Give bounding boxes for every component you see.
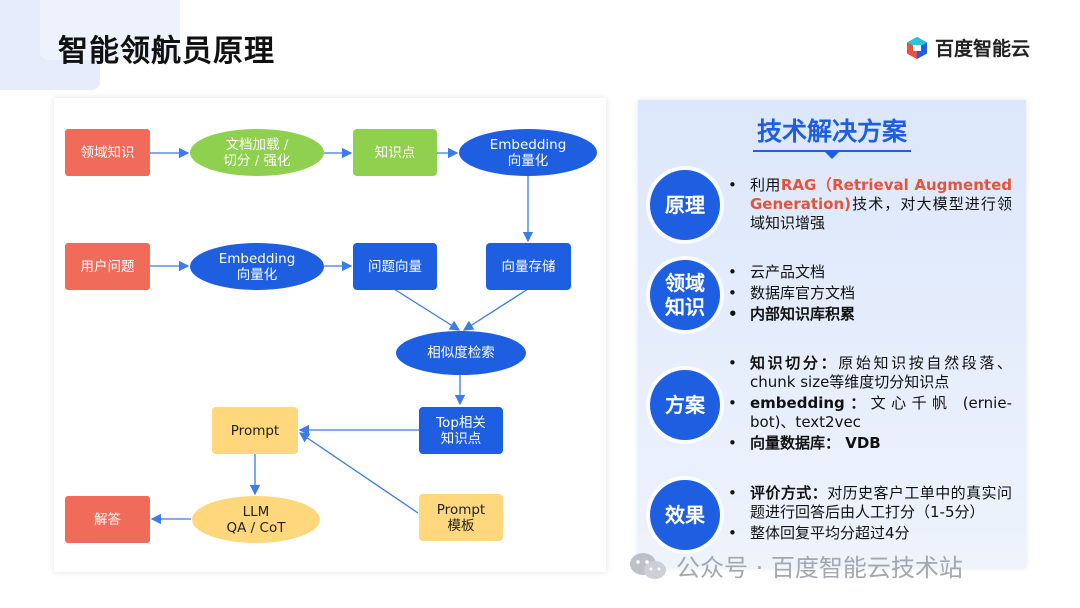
node-doc-loading: 文档加载 / 切分 / 强化 [190, 129, 324, 176]
list-item: 内部知识库积累 [728, 305, 1012, 324]
arrow-template-to-prompt [298, 432, 419, 514]
list-item: embedding：文心千帆 (ernie-bot)、text2vec [728, 394, 1012, 432]
panel-title: 技术解决方案 [756, 117, 907, 146]
node-answer: 解答 [65, 496, 150, 543]
list-item: 向量数据库： VDB [728, 434, 1012, 453]
node-top-related: Top相关 知识点 [419, 407, 503, 454]
list-item: 数据库官方文档 [728, 284, 1012, 303]
wechat-icon [630, 552, 666, 579]
list-item: 云产品文档 [728, 263, 1012, 282]
list-item: 评价方式：对历史客户工单中的真实问题进行回答后由人工打分（1-5分） [728, 484, 1012, 522]
wechat-watermark: 公众号 · 百度智能云技术站 [628, 548, 963, 583]
section-label-principle: 原理 [650, 170, 720, 240]
section-label-domain-knowledge: 领域 知识 [650, 260, 720, 330]
node-knowledge-point: 知识点 [353, 129, 437, 176]
node-domain-knowledge: 领域知识 [65, 129, 150, 176]
watermark-text: 公众号 · 百度智能云技术站 [676, 554, 963, 582]
node-question-vector: 问题向量 [353, 243, 437, 290]
title-pointer [824, 151, 840, 159]
list-item: 整体回复平均分超过4分 [728, 524, 1012, 543]
page-title: 智能领航员原理 [58, 34, 275, 69]
arrow-qvec-to-search [393, 288, 461, 331]
node-embedding-mid: Embedding 向量化 [190, 243, 324, 290]
node-user-question: 用户问题 [65, 243, 150, 290]
section-principle-list: 利用RAG（Retrieval Augmented Generation)技术，… [728, 176, 1012, 235]
section-label-effect: 效果 [650, 480, 720, 550]
node-similarity-search: 相似度检索 [396, 331, 526, 375]
section-solution-list: 知识切分：原始知识按自然段落、chunk size等维度切分知识点 embedd… [728, 354, 1012, 455]
section-domain-list: 云产品文档 数据库官方文档 内部知识库积累 [728, 263, 1012, 326]
brand-name: 百度智能云 [935, 38, 1031, 60]
node-llm: LLM QA / CoT [192, 496, 320, 543]
section-label-solution: 方案 [650, 370, 720, 440]
baidu-cloud-logo-icon [907, 36, 927, 59]
list-item: 利用RAG（Retrieval Augmented Generation)技术，… [728, 176, 1012, 233]
arrow-storage-to-search [462, 288, 529, 331]
tech-solution-panel: 技术解决方案 原理 利用RAG（Retrieval Augmented Gene… [638, 100, 1026, 568]
brand-logo: 百度智能云 [905, 34, 1030, 61]
node-embedding-top: Embedding 向量化 [459, 129, 597, 176]
node-prompt: Prompt [212, 407, 298, 454]
node-prompt-template: Prompt 模板 [419, 494, 503, 541]
background-decoration [40, 0, 180, 60]
flow-arrows [150, 147, 534, 525]
list-item: 知识切分：原始知识按自然段落、chunk size等维度切分知识点 [728, 354, 1012, 392]
section-effect-list: 评价方式：对历史客户工单中的真实问题进行回答后由人工打分（1-5分） 整体回复平… [728, 484, 1012, 545]
node-vector-storage: 向量存储 [486, 243, 571, 290]
rag-flow-diagram: 领域知识 文档加载 / 切分 / 强化 知识点 Embedding 向量化 用户… [54, 98, 606, 572]
